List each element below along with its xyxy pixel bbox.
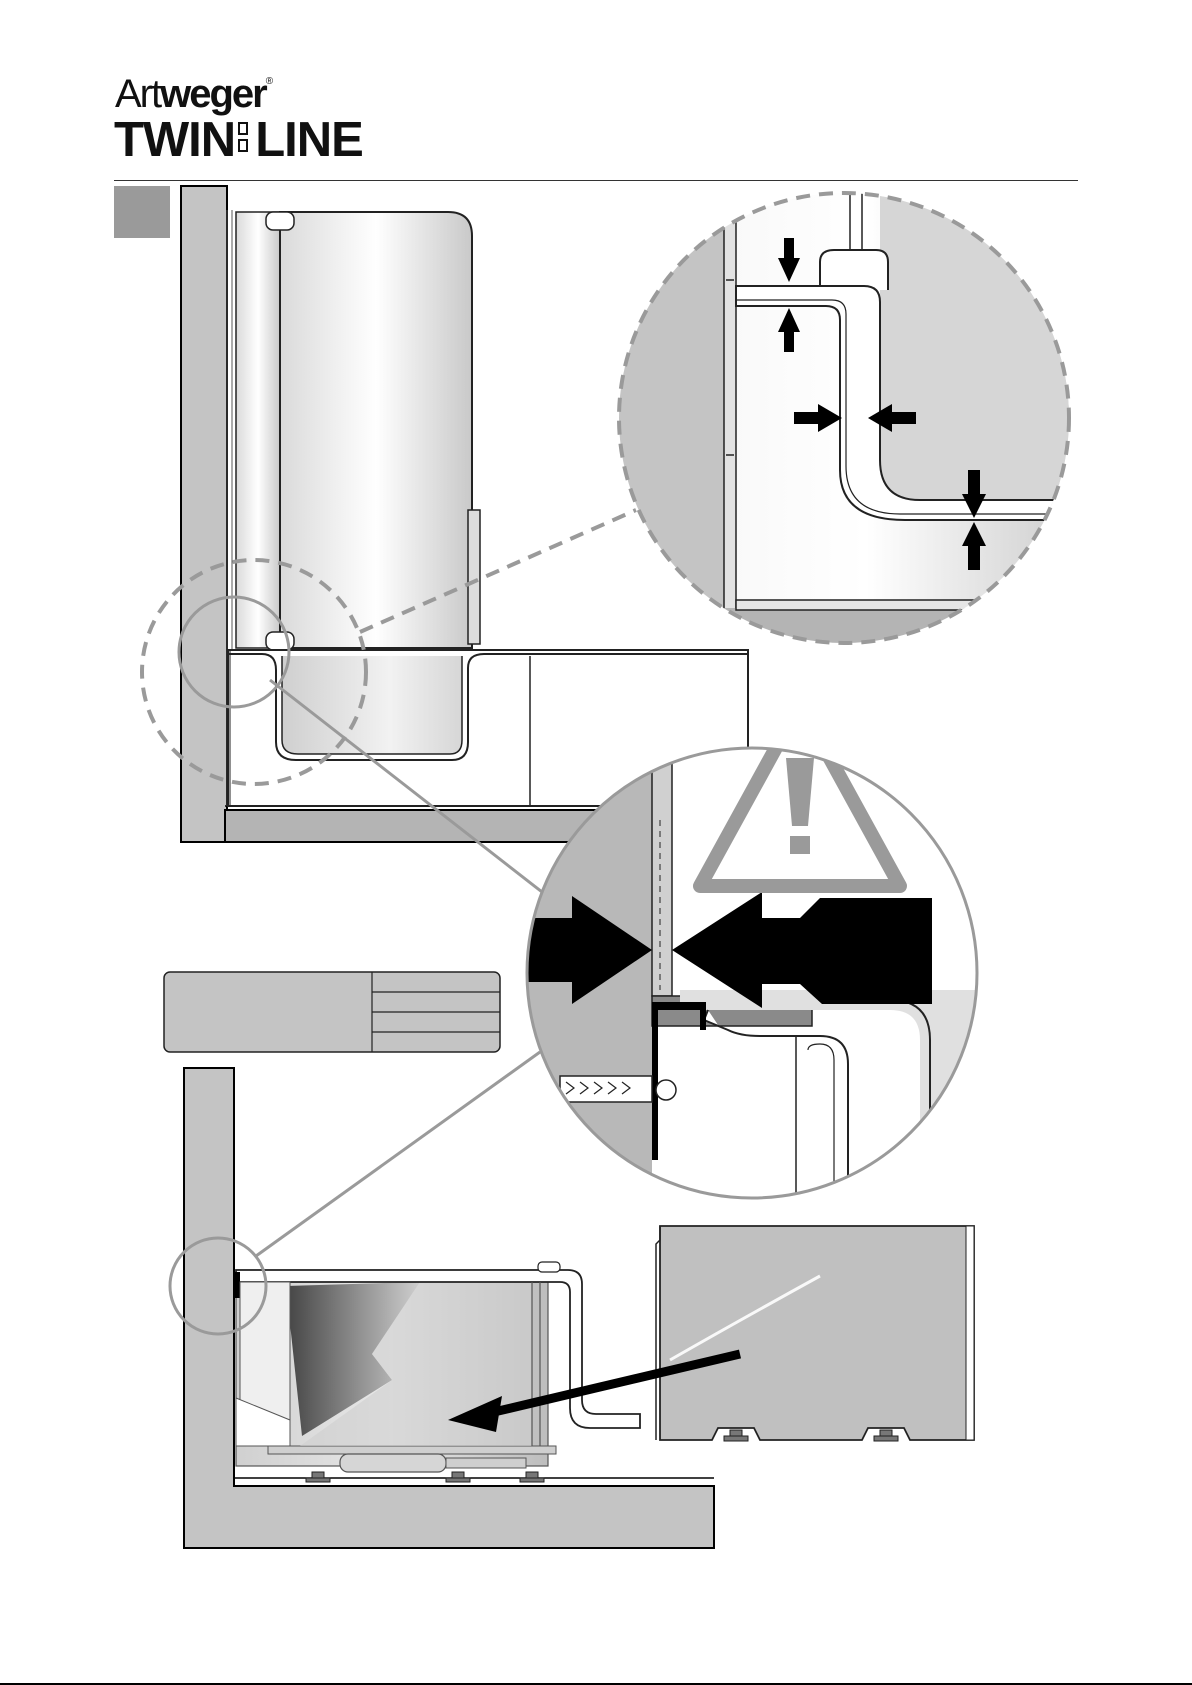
door-handle [468,510,480,644]
front-panel [656,1226,974,1441]
floor [225,810,625,842]
info-table [164,972,500,1052]
zoom-circle-gap [600,180,1136,658]
wall-profile [236,212,280,648]
drain-pipe [340,1454,446,1472]
wall [181,186,227,842]
hinge-top [266,212,294,230]
glass-door [280,212,472,648]
side-bracket [234,1272,240,1298]
tub-feet [306,1472,544,1482]
